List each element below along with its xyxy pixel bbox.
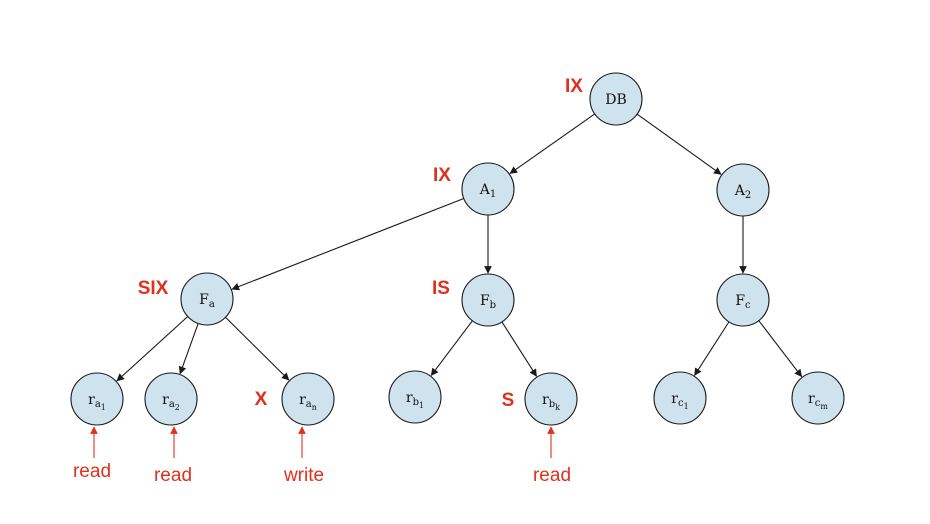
operation-label-rbk: read: [533, 465, 571, 486]
node-circle: [144, 372, 198, 426]
node-label: ran: [299, 392, 317, 412]
node-circle: [589, 72, 643, 126]
node-rcm: rcm: [791, 371, 845, 425]
node-circle: [281, 372, 335, 426]
node-ran: ran: [281, 372, 335, 426]
node-circle: [791, 371, 845, 425]
lock-mode-ran: X: [255, 389, 268, 410]
node-circle: [388, 370, 442, 424]
node-label: A1: [479, 182, 497, 200]
node-fb: Fb: [461, 273, 515, 327]
edges-layer: [116, 113, 803, 382]
lock-mode-fa: SIX: [138, 278, 169, 299]
edge-a1-to-fa: [231, 197, 464, 291]
node-a1: A1: [461, 162, 515, 216]
edge-fb-to-rbk: [501, 321, 537, 377]
operation-label-ra2: read: [154, 465, 192, 486]
node-circle: [524, 372, 578, 426]
edge-fa-to-ra1: [116, 316, 189, 382]
node-label: rcm: [808, 391, 828, 411]
node-fa: Fa: [180, 272, 234, 326]
node-label: rb1: [406, 390, 424, 410]
edge-fa-to-ra2: [178, 323, 199, 375]
node-rbk: rbk: [524, 372, 578, 426]
node-label: rbk: [542, 392, 560, 412]
edge-fc-to-rcm: [758, 320, 803, 378]
node-rb1: rb1: [388, 370, 442, 424]
node-circle: [70, 372, 124, 426]
operation-label-ra1: read: [73, 461, 111, 482]
edge-db-to-a1: [509, 113, 596, 174]
node-label: Fb: [480, 293, 496, 311]
node-label: rc1: [671, 391, 688, 411]
edge-fa-to-ran: [225, 316, 290, 381]
node-label: DB: [605, 92, 627, 108]
locks-layer: IX IX SIX IS X S: [138, 76, 584, 411]
node-rc1: rc1: [653, 371, 707, 425]
node-label: ra2: [162, 392, 180, 412]
edge-fc-to-rc1: [694, 321, 730, 376]
node-ra1: ra1: [70, 372, 124, 426]
node-label: Fc: [735, 293, 751, 311]
lock-mode-rbk: S: [502, 390, 515, 411]
node-label: Fa: [199, 292, 215, 310]
node-db: DB: [589, 72, 643, 126]
lock-mode-a1: IX: [433, 165, 451, 186]
node-fc: Fc: [716, 273, 770, 327]
node-circle: [180, 272, 234, 326]
operation-label-ran: write: [283, 465, 324, 486]
node-a2: A2: [716, 163, 770, 217]
node-circle: [461, 162, 515, 216]
node-ra2: ra2: [144, 372, 198, 426]
lock-mode-db: IX: [565, 76, 583, 97]
lock-mode-fb: IS: [432, 278, 450, 299]
node-circle: [716, 163, 770, 217]
node-circle: [653, 371, 707, 425]
node-circle: [716, 273, 770, 327]
edge-db-to-a2: [636, 113, 722, 175]
node-circle: [461, 273, 515, 327]
edge-fb-to-rb1: [430, 320, 473, 377]
node-label: A2: [734, 183, 752, 201]
node-label: ra1: [88, 392, 106, 412]
operations-layer: read read write read: [73, 426, 571, 486]
